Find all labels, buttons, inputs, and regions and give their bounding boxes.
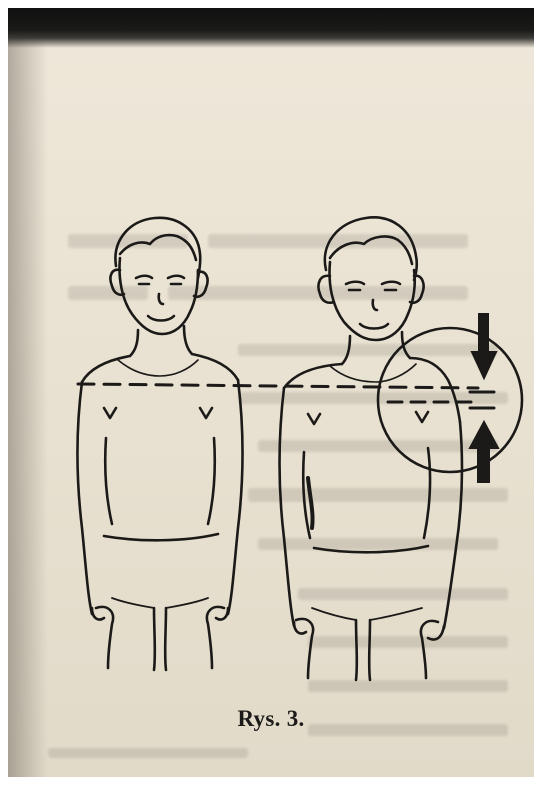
figure-caption: Rys. 3. — [8, 706, 534, 732]
shoulder-level-line — [78, 384, 478, 388]
right-boy-figure — [280, 217, 463, 680]
left-boy-figure — [78, 218, 243, 670]
book-page-photo: Rys. 3. — [8, 8, 534, 777]
posture-illustration — [8, 8, 534, 777]
circle-highlight-icon — [378, 328, 522, 472]
